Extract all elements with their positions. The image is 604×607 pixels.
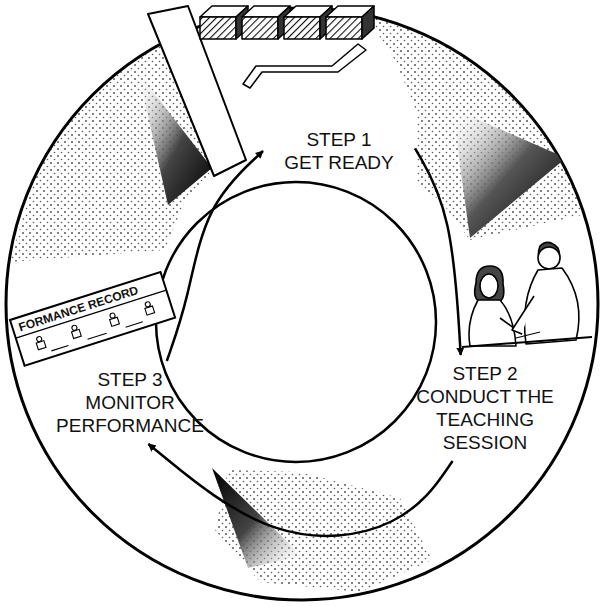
- record-heading: FORMANCE RECORD: [17, 283, 140, 334]
- shaded-arrowhead: [212, 468, 302, 568]
- stipple-shading: [10, 14, 582, 592]
- step-title: CONDUCT THE TEACHING SESSION: [410, 385, 560, 454]
- arrow-tail-flap: [148, 6, 246, 176]
- performance-record-clipboard: [10, 272, 175, 366]
- step-node: STEP 1GET READY: [266, 124, 412, 178]
- step-node: STEP 2CONDUCT THE TEACHING SESSION: [404, 358, 566, 458]
- step-title: GET READY: [284, 151, 393, 174]
- step-node: STEP 3MONITOR PERFORMANCE: [38, 364, 222, 441]
- materials-blocks: [200, 6, 374, 88]
- step-number: STEP 2: [452, 362, 517, 385]
- step-number: STEP 3: [97, 368, 162, 391]
- cycle-arrow: [167, 151, 263, 361]
- step-number: STEP 1: [306, 128, 371, 151]
- teaching-figures: [462, 242, 592, 347]
- stipple-region: [365, 14, 582, 240]
- step-title: MONITOR PERFORMANCE: [44, 391, 216, 437]
- cycle-arrow: [415, 148, 461, 355]
- cycle-arrow: [148, 444, 452, 536]
- shaded-arrowhead: [452, 108, 566, 238]
- outer-ring: [6, 8, 598, 600]
